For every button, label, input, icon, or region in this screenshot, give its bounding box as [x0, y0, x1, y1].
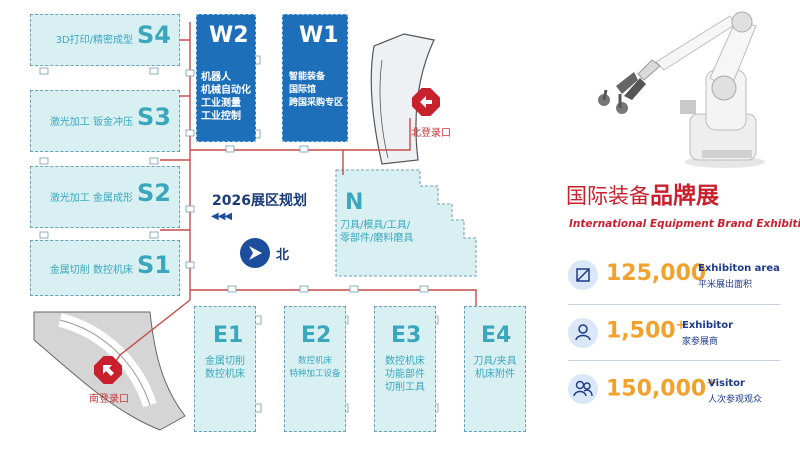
south-entrance-icon[interactable] — [90, 352, 126, 388]
hall-s3-desc: 激光加工 钣金冲压 — [49, 117, 133, 128]
hall-n-code[interactable]: N — [345, 190, 364, 215]
exhibitor-icon — [568, 318, 598, 348]
hall-s3[interactable]: 激光加工 钣金冲压 S3 — [30, 90, 180, 152]
brand-title-bold: 品牌展 — [650, 183, 719, 209]
hall-e1-desc: 金属切削 数控机床 — [205, 356, 245, 380]
stat-exhibitor-value: 1,500 — [606, 318, 676, 344]
stat-visitor-cn: 人次参观观众 — [708, 395, 763, 405]
plan-title: 2026展区规划 — [212, 193, 307, 209]
stat-exhibitor-en: Exhibitor — [682, 320, 733, 331]
hall-s3-code: S3 — [137, 103, 171, 131]
hall-e4-code: E4 — [481, 323, 512, 348]
hall-s2[interactable]: 激光加工 金属成形 S2 — [30, 166, 180, 228]
hall-w2[interactable]: W2 机器人 机械自动化 工业测量 工业控制 — [196, 14, 256, 142]
brand-subtitle: International Equipment Brand Exhibition — [569, 218, 800, 230]
north-entrance-label: 北登录口 — [411, 128, 451, 139]
stat-exhibitor-cn: 家参展商 — [682, 337, 719, 347]
stat-visitor-number: 150,000+ — [606, 376, 717, 401]
hall-e2-code: E2 — [301, 323, 332, 348]
hall-s1-desc: 金属切削 数控机床 — [49, 265, 133, 276]
hall-w2-desc: 机器人 机械自动化 工业测量 工业控制 — [201, 72, 251, 122]
hall-e1[interactable]: E1 金属切削 数控机床 — [194, 306, 256, 432]
brand-title-thin: 国际装备 — [566, 184, 650, 208]
hall-s1-code: S1 — [137, 251, 171, 279]
stat-visitor-plus: + — [706, 376, 718, 391]
hall-e2-desc: 数控机床 特种加工设备 — [289, 356, 341, 379]
north-compass-icon — [240, 238, 270, 268]
hall-e4-desc: 刀具/夹具 机床附件 — [473, 356, 517, 380]
north-label: 北 — [276, 248, 290, 263]
stat-visitor-value: 150,000 — [606, 376, 707, 402]
hall-s2-desc: 激光加工 金属成形 — [49, 193, 133, 204]
hall-e1-code: E1 — [213, 323, 244, 348]
hall-w1-code: W1 — [299, 23, 339, 48]
stat-divider — [568, 304, 780, 305]
hall-e2[interactable]: E2 数控机床 特种加工设备 — [284, 306, 346, 432]
hall-s4-desc: 3D打印/精密成型 — [55, 35, 133, 46]
hall-e3-desc: 数控机床 功能部件 切削工具 — [385, 356, 425, 393]
area-icon — [568, 260, 598, 290]
visitor-icon — [568, 374, 598, 404]
hall-w1-desc: 智能装备 国际馆 跨国采购专区 — [289, 72, 344, 108]
stat-visitor-en: Visitor — [708, 378, 745, 389]
robot-arm-image — [598, 11, 765, 168]
stat-area-number: 125,000 — [606, 261, 707, 286]
hall-e3-code: E3 — [391, 323, 422, 348]
hall-n-desc: 刀具/模具/工具/ 零部件/磨料磨具 — [340, 220, 414, 244]
stat-exhibitor-number: 1,500+ — [606, 318, 687, 343]
hall-w2-code: W2 — [209, 23, 249, 48]
hall-w1[interactable]: W1 智能装备 国际馆 跨国采购专区 — [282, 14, 348, 142]
stat-area-cn: 平米展出面积 — [698, 280, 753, 290]
hall-s4[interactable]: 3D打印/精密成型 S4 — [30, 14, 180, 66]
stat-divider — [568, 360, 780, 361]
hall-s2-code: S2 — [137, 179, 171, 207]
stat-area-en: Exhibiton area — [698, 263, 780, 274]
hall-s4-code: S4 — [137, 21, 171, 49]
stat-exhibitor-plus: + — [675, 318, 687, 333]
hall-e3[interactable]: E3 数控机床 功能部件 切削工具 — [374, 306, 436, 432]
brand-title: 国际装备品牌展 — [566, 176, 719, 210]
south-entrance-label: 南登录口 — [89, 394, 129, 405]
hall-s1[interactable]: 金属切削 数控机床 S1 — [30, 240, 180, 296]
north-entrance-icon[interactable] — [408, 84, 444, 120]
hall-e4[interactable]: E4 刀具/夹具 机床附件 — [464, 306, 526, 432]
direction-arrows-icon: ◀◀◀ — [211, 211, 232, 222]
